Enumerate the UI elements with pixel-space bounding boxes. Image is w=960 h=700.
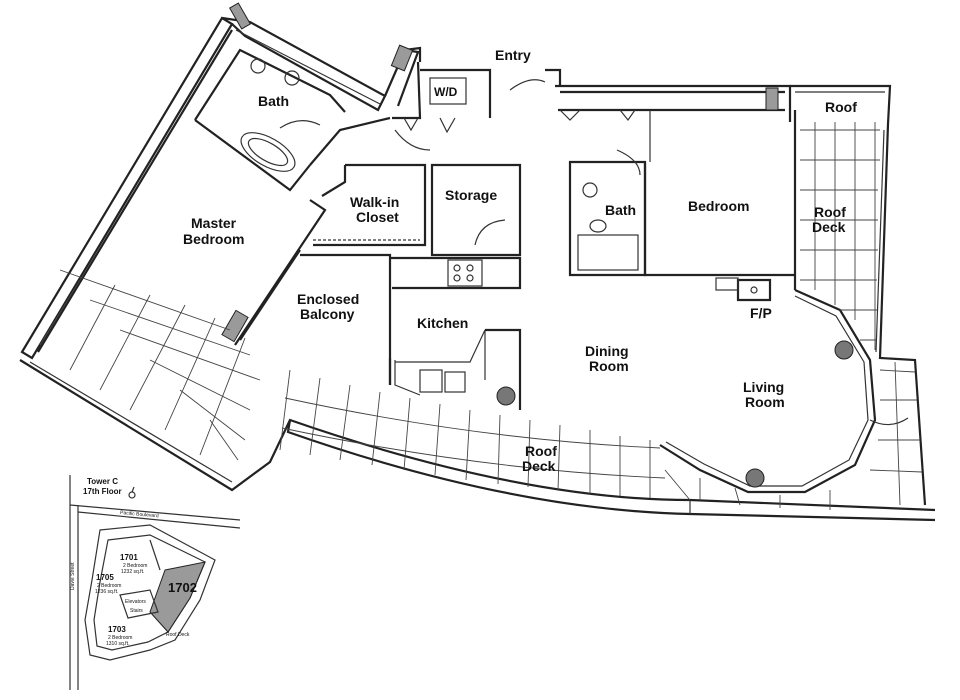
keyplan-unit-1703-desc: 2 Bedroom [108,635,132,641]
label-enclosed-balcony-2: Balcony [300,306,355,322]
keyplan-core-1: Elevators [125,599,146,605]
north-arrow-icon [128,486,136,499]
keyplan-unit-1705: 1705 [96,573,114,582]
label-walkin-2: Closet [356,209,399,225]
label-master-bedroom-2: Bedroom [183,231,244,247]
label-roof-deck-bottom-2: Deck [522,458,556,474]
keyplan-core-2: Stairs [130,608,143,614]
room-labels: Entry W/D Bath Roof Master Bedroom Walk-… [183,47,857,474]
keyplan-unit-1705-size: 1236 sq.ft. [95,589,118,595]
label-kitchen: Kitchen [417,315,468,331]
keyplan-street-left: Davie Street [70,562,76,590]
label-enclosed-balcony: Enclosed [297,291,359,307]
label-roof-top: Roof [825,99,857,115]
label-walkin: Walk-in [350,194,399,210]
exterior-walls [19,16,936,522]
label-wd: W/D [434,85,458,99]
label-roof-deck-bottom: Roof [525,443,557,459]
label-living-room-2: Room [745,394,785,410]
keyplan-unit-1703-size: 1310 sq.ft. [106,641,129,647]
keyplan-unit-1703: 1703 [108,625,126,634]
keyplan-street-top: Pacific Boulevard [120,510,159,519]
keyplan-floor: 17th Floor [83,487,122,496]
structural-columns [221,2,779,343]
roof-deck-grid-right [800,122,923,506]
label-entry: Entry [495,47,531,63]
keyplan-unit-1701: 1701 [120,553,138,562]
interior-walls [194,48,909,494]
keyplan-unit-1702: 1702 [168,580,197,595]
label-dining-room: Dining [585,343,629,359]
roof-deck-grid-bottom [39,269,831,510]
keyplan-unit-1701-size: 1232 sq.ft. [121,569,144,575]
keyplan-roof-deck-small: Roof Deck [166,632,190,638]
label-master-bath: Bath [258,93,289,109]
keyplan-unit-1705-desc: 2 Bedroom [97,583,121,589]
label-roof-deck-right-2: Deck [812,219,846,235]
key-plan: Tower C 17th Floor Pacific Boulevard Dav… [69,475,241,690]
label-living-room: Living [743,379,784,395]
keyplan-unit-1701-desc: 2 Bedroom [123,563,147,569]
label-storage: Storage [445,187,497,203]
label-fp: F/P [750,305,772,321]
label-master-bedroom: Master [191,215,237,231]
keyplan-tower: Tower C [87,477,118,486]
label-bedroom: Bedroom [688,198,749,214]
label-dining-room-2: Room [589,358,629,374]
label-bath-2: Bath [605,202,636,218]
label-roof-deck-right: Roof [814,204,846,220]
